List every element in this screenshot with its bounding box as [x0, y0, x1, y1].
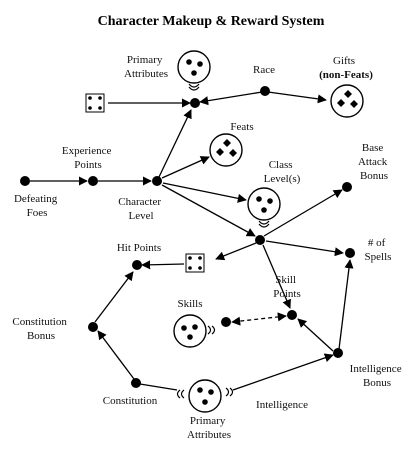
node-skills: [221, 317, 231, 327]
node-constitution: [131, 378, 141, 388]
label-defeating-foes: Defeating Foes: [14, 193, 60, 219]
edge-hub-to-spells: [265, 240, 344, 257]
diagram-title: Character Makeup & Reward System: [98, 14, 325, 29]
edge-hub-to-hpdie: [215, 242, 257, 261]
label-class-levels: Class Level(s): [264, 159, 301, 185]
node-skill-points: [287, 310, 297, 320]
node-base-attack-bonus: [342, 182, 352, 192]
edge-hub-to-bab: [263, 189, 343, 237]
node-race: [260, 86, 270, 96]
skills-pip-circle-icon: [173, 314, 216, 348]
edge-skillpoints-to-skills: [231, 312, 287, 326]
label-feats: Feats: [230, 121, 253, 133]
three-diamond-circle-icon: [330, 84, 364, 118]
node-experience-points: [88, 176, 98, 186]
edge-hpdie-to-hp: [141, 260, 185, 270]
edge-con-to-conbonus: [97, 330, 135, 380]
label-skills: Skills: [177, 298, 202, 310]
edge-hub-to-skillpoints: [262, 244, 291, 309]
edge-int-to-intbonus: [232, 353, 334, 391]
node-top-junction: [190, 98, 200, 108]
label-num-spells: # of Spells: [365, 237, 392, 263]
node-hub: [255, 235, 265, 245]
edge-conbonus-to-hp: [94, 271, 134, 323]
label-hit-points: Hit Points: [117, 242, 161, 254]
edge-intbonus-to-skillpoints: [297, 318, 334, 352]
label-experience-points: Experience Points: [62, 145, 114, 171]
label-base-attack-bonus: Base Attack Bonus: [358, 142, 390, 182]
three-pip-circle-icon: [177, 50, 211, 91]
label-primary-attributes-top: Primary Attributes: [124, 54, 168, 80]
node-constitution-bonus: [88, 322, 98, 332]
label-race: Race: [253, 64, 275, 76]
node-character-level: [152, 176, 162, 186]
edge-level-to-hub: [161, 184, 256, 237]
node-intelligence-bonus: [333, 348, 343, 358]
die-icon: [85, 93, 105, 113]
label-intelligence: Intelligence: [256, 399, 308, 411]
label-intelligence-bonus: Intelligence Bonus: [350, 363, 405, 389]
hit-point-die-icon: [185, 253, 205, 273]
edge-level-to-class: [162, 182, 247, 203]
label-constitution: Constitution: [103, 395, 158, 407]
node-num-spells: [345, 248, 355, 258]
edge-level-to-junction: [158, 109, 192, 178]
label-skill-points: Skill Points: [273, 274, 301, 300]
label-gifts: Gifts (non-Feats): [319, 51, 373, 81]
edge-race-to-junction: [199, 91, 263, 106]
label-constitution-bonus: Constitution Bonus: [12, 316, 69, 342]
edge-intbonus-to-spells: [338, 259, 354, 350]
edge-race-to-gifts: [267, 91, 327, 104]
node-hit-points: [132, 260, 142, 270]
label-character-level: Character Level: [118, 196, 164, 222]
node-defeating-foes: [20, 176, 30, 186]
feats-diamond-circle-icon: [209, 133, 243, 167]
edge-attr-to-con: [139, 383, 178, 391]
label-primary-attributes-bottom: Primary Attributes: [187, 415, 231, 441]
bottom-primary-attributes-circle-icon: [176, 379, 234, 413]
edge-level-to-feats: [161, 156, 210, 179]
class-levels-pip-circle-icon: [247, 187, 281, 228]
